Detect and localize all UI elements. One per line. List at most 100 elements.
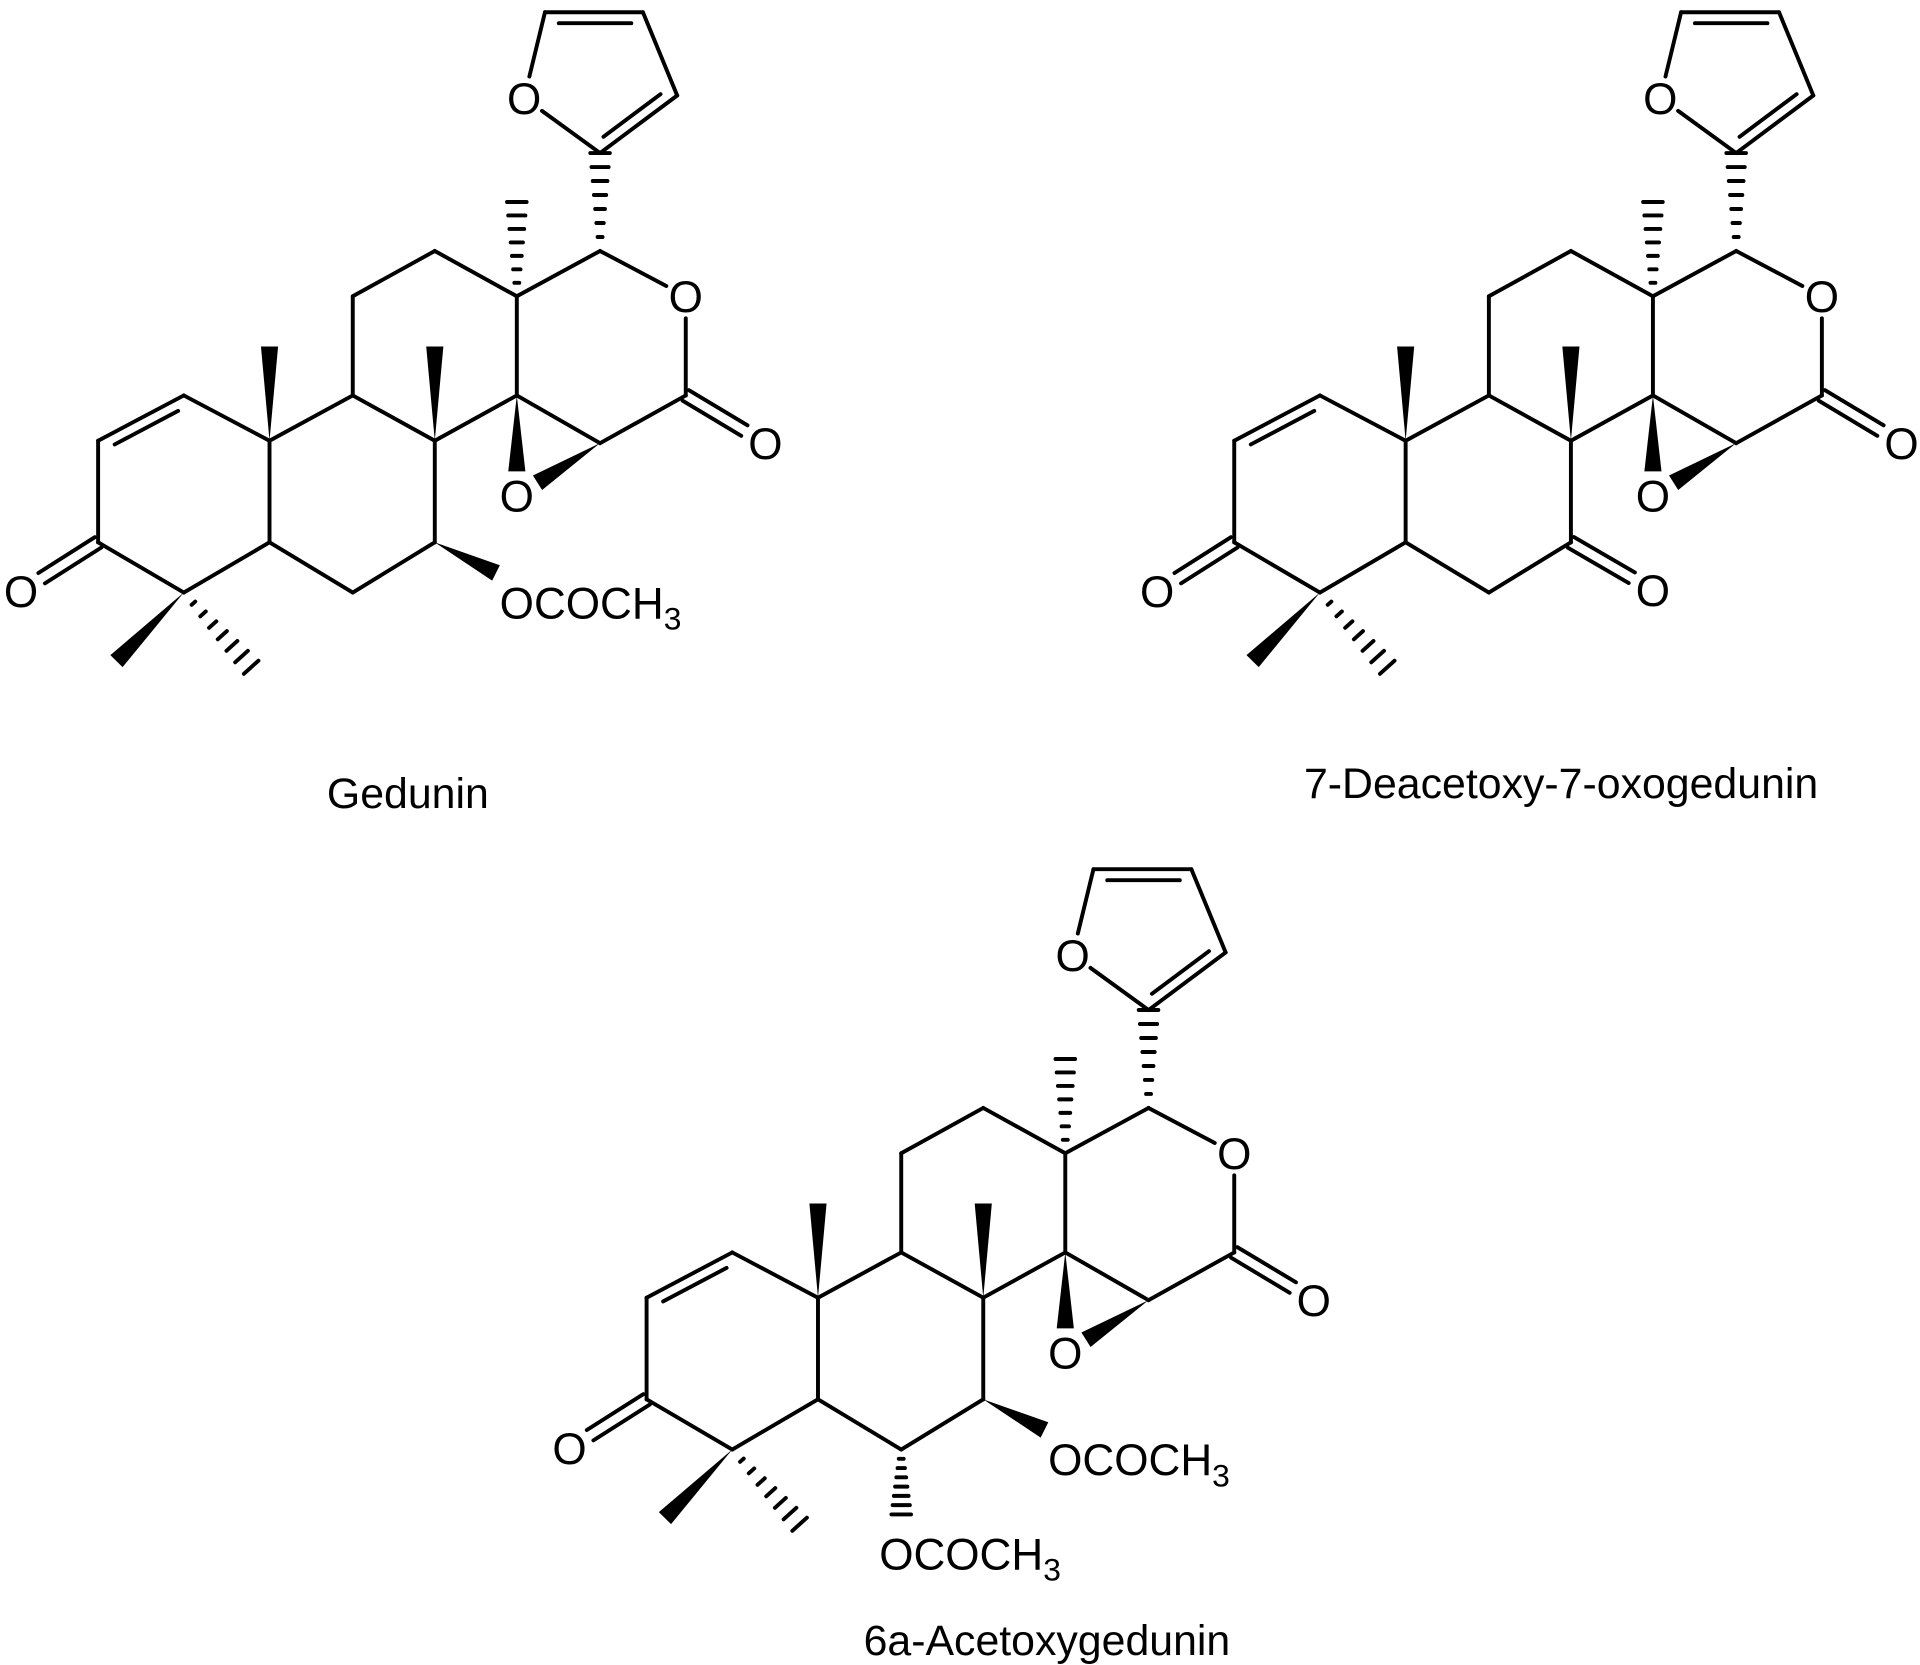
double-bond — [644, 1250, 735, 1300]
hash-bond — [790, 1515, 809, 1533]
single-bond — [1486, 393, 1573, 443]
wedge-bond — [260, 346, 279, 441]
hash-bond — [1369, 648, 1386, 665]
single-bond — [540, 108, 603, 155]
single-bond — [181, 540, 272, 595]
furan-oxygen-label: O — [1055, 932, 1089, 981]
hash-bond — [1325, 599, 1334, 607]
epoxide-oxygen-label: O — [1048, 1330, 1082, 1379]
carbonyl-oxygen-label: O — [748, 420, 782, 469]
wedge-bond — [426, 346, 444, 441]
single-bond — [1317, 393, 1408, 443]
wedge-bond — [1081, 1300, 1149, 1347]
hash-bond — [215, 629, 229, 642]
ketone-oxygen-label: O — [552, 1425, 586, 1474]
double-bond — [1146, 950, 1228, 1012]
single-bond — [1146, 1106, 1217, 1145]
double-bond-inner — [1737, 92, 1799, 139]
wedge-bond — [434, 542, 500, 581]
single-bond — [899, 1250, 986, 1300]
ring-oxygen-label: O — [1805, 273, 1839, 322]
single-bond — [1777, 10, 1816, 98]
acetoxy-label-c6: OCOCH3 — [879, 1531, 1061, 1588]
single-bond — [350, 540, 437, 595]
carbonyl-bond — [42, 545, 104, 586]
double-bond-inner — [661, 1265, 729, 1304]
single-bond — [1734, 393, 1824, 446]
epoxide-oxygen-label: O — [1636, 473, 1670, 522]
single-bond — [598, 393, 688, 446]
single-bond — [644, 1397, 735, 1452]
double-bond — [1232, 393, 1322, 443]
acetoxy-label-c7: OCOCH3 — [1048, 1436, 1230, 1493]
single-bond — [181, 393, 272, 443]
hash-bond — [241, 658, 261, 676]
single-bond — [350, 393, 437, 443]
ring-oxygen-label: O — [669, 273, 703, 322]
wedge-bond — [658, 1449, 733, 1525]
wedge-bond — [1056, 1252, 1074, 1329]
hash-bond — [755, 1476, 767, 1487]
hash-bond — [764, 1486, 778, 1499]
single-bond — [1650, 249, 1739, 299]
single-bond — [1063, 1250, 1151, 1303]
single-bond — [598, 249, 669, 288]
hash-bond — [233, 648, 250, 665]
single-bond — [1486, 540, 1573, 595]
hash-bond — [1360, 639, 1376, 653]
wedge-bond — [1562, 346, 1580, 441]
single-bond — [1063, 1106, 1151, 1156]
hash-bond — [781, 1505, 799, 1522]
carbonyl-bond — [1565, 545, 1631, 586]
carbonyl-bond — [1179, 545, 1240, 586]
single-bond — [514, 249, 603, 299]
single-bond — [816, 1397, 904, 1452]
ketone-oxygen-label: O — [1140, 568, 1174, 617]
double-bond — [1734, 93, 1816, 155]
single-bond — [1568, 393, 1655, 443]
hash-bond — [207, 619, 219, 630]
wedge-bond — [532, 443, 601, 490]
single-bond — [1146, 1250, 1237, 1303]
single-bond — [899, 1397, 986, 1452]
wedge-bond — [809, 1203, 827, 1298]
hash-bond — [189, 599, 198, 607]
double-bond — [96, 393, 186, 443]
single-bond — [1486, 249, 1573, 299]
single-bond — [1403, 540, 1491, 595]
acetoxy-label-c7: OCOCH3 — [500, 579, 682, 636]
carbonyl-bond — [591, 1402, 652, 1443]
single-bond — [730, 1397, 820, 1452]
single-bond — [1189, 867, 1228, 955]
carbonyl-bond — [1823, 388, 1886, 428]
furan-oxygen-label: O — [507, 75, 541, 124]
hash-bond — [1334, 609, 1344, 619]
wedge-bond — [1246, 592, 1320, 668]
ring-oxygen-label: O — [1217, 1130, 1251, 1179]
furan-oxygen-label: O — [1643, 75, 1677, 124]
single-bond — [1663, 10, 1684, 79]
single-bond — [350, 249, 437, 299]
hash-bond — [1351, 629, 1365, 642]
single-bond — [899, 1106, 986, 1156]
single-bond — [1676, 108, 1739, 155]
single-bond — [981, 1250, 1068, 1300]
single-bond — [1650, 393, 1739, 446]
carbonyl-bond — [1816, 398, 1880, 438]
carbonyl-bond — [584, 1392, 646, 1432]
wedge-bond — [983, 1399, 1049, 1438]
single-bond — [1232, 540, 1322, 595]
carbonyl-oxygen-label: O — [1297, 1277, 1331, 1326]
wedge-bond — [110, 592, 184, 668]
wedge-bond — [974, 1203, 992, 1298]
carbonyl-bond — [1172, 535, 1233, 575]
single-bond — [1317, 540, 1408, 595]
hash-bond — [198, 609, 208, 619]
c7-ketone-oxygen-label: O — [1636, 567, 1670, 616]
compound-name-acetoxygedunin: 6a-Acetoxygedunin — [864, 1617, 1231, 1665]
compound-name-gedunin: Gedunin — [327, 770, 489, 818]
